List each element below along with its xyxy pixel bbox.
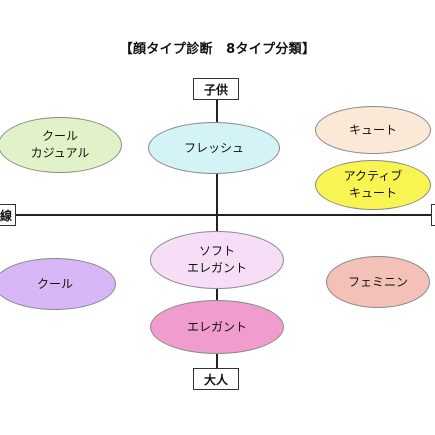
type-cute: キュート bbox=[315, 106, 431, 154]
type-cute-label: キュート bbox=[348, 122, 397, 137]
type-feminine-label: フェミニン bbox=[347, 274, 408, 289]
type-soft-elegant: ソフト エレガント bbox=[150, 231, 284, 289]
type-active-cute-line1: アクティブ bbox=[343, 169, 403, 183]
diagram-title: 【顔タイプ診断 8タイプ分類】 bbox=[119, 42, 316, 57]
type-cool: クール bbox=[0, 258, 116, 310]
type-fresh: フレッシュ bbox=[148, 122, 280, 174]
type-elegant-label: エレガント bbox=[186, 319, 247, 334]
type-fresh-label: フレッシュ bbox=[183, 140, 244, 155]
type-active-cute: アクティブ キュート bbox=[315, 160, 431, 210]
type-cool-casual: クール カジュアル bbox=[0, 117, 122, 173]
type-cool-casual-line1: クール bbox=[41, 129, 78, 143]
type-active-cute-line2: キュート bbox=[348, 186, 397, 200]
type-elegant: エレガント bbox=[150, 300, 284, 354]
type-cool-label: クール bbox=[36, 276, 73, 291]
axis-label-left: 線 bbox=[0, 204, 16, 226]
horizontal-axis-line bbox=[14, 214, 434, 216]
axis-label-child: 子供 bbox=[193, 78, 239, 100]
type-feminine: フェミニン bbox=[326, 256, 430, 308]
axis-label-adult: 大人 bbox=[193, 368, 239, 390]
type-cool-casual-line2: カジュアル bbox=[30, 146, 90, 160]
type-soft-elegant-line1: ソフト bbox=[198, 244, 235, 258]
axis-label-right bbox=[431, 204, 435, 226]
type-soft-elegant-line2: エレガント bbox=[186, 261, 247, 275]
